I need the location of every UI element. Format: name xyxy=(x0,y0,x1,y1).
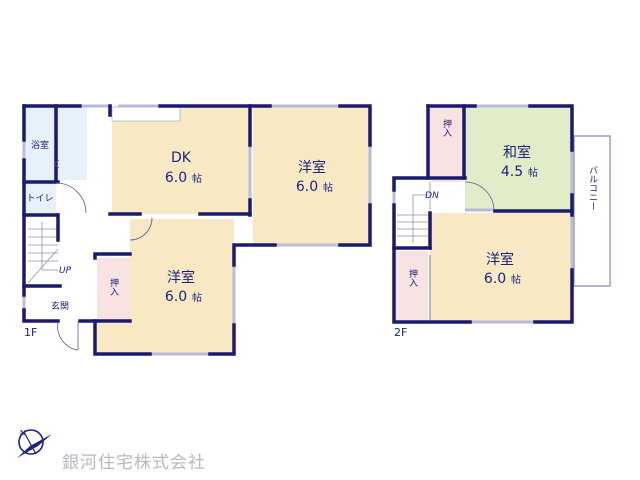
western-room-2f-area xyxy=(430,213,572,321)
walls-2f xyxy=(392,104,574,324)
western-room-b-area xyxy=(130,219,234,354)
entrance-label: 玄関 xyxy=(51,300,69,312)
dk-size: 6.0 xyxy=(165,170,187,186)
closet-area xyxy=(97,258,130,321)
toilet-label: トイレ xyxy=(26,194,53,204)
western-room-b-unit: 帖 xyxy=(192,291,202,304)
washroom-area xyxy=(56,107,87,180)
windows-1f xyxy=(22,104,372,356)
japanese-room-area xyxy=(465,107,572,210)
windows-2f xyxy=(392,104,574,324)
japanese-room-name: 和室 xyxy=(503,144,531,161)
japanese-room-size: 4.5 xyxy=(501,164,523,180)
closet-label: 押入 xyxy=(108,277,119,296)
western-room-2f-unit: 帖 xyxy=(511,273,521,286)
balcony-label: バルコニー xyxy=(587,165,598,210)
closet-upper-area xyxy=(430,107,463,182)
stairs-up-label: UP xyxy=(59,266,72,276)
kitchen-counter xyxy=(111,106,181,122)
toilet-area xyxy=(26,183,56,215)
stairs-1f xyxy=(27,222,59,284)
dk-name: DK xyxy=(171,150,192,166)
western-room-2f-size: 6.0 xyxy=(484,271,506,287)
bathroom-area xyxy=(26,107,56,180)
closet-lower-area xyxy=(396,251,428,321)
north-arrow-icon: N xyxy=(17,429,52,458)
balcony-area xyxy=(573,135,611,287)
western-room-2f-name: 洋室 xyxy=(486,251,514,268)
doors-1f xyxy=(53,159,153,351)
floor-2: DN 和室 4.5 帖 洋室 6.0 帖 押入 押入 バルコニー 2F xyxy=(392,104,611,339)
dk-area xyxy=(112,107,250,214)
closet-lower-label: 押入 xyxy=(407,268,418,287)
bathroom-label: 浴室 xyxy=(31,139,49,151)
company-name: 銀河住宅株式会社 xyxy=(62,453,206,473)
walls-1f xyxy=(22,104,372,356)
western-room-a-area xyxy=(253,107,370,245)
western-room-a-size: 6.0 xyxy=(296,179,318,195)
japanese-room-unit: 帖 xyxy=(528,166,538,179)
western-room-b-name: 洋室 xyxy=(167,269,195,286)
stairs-2f xyxy=(397,182,431,243)
floor-2-label: 2F xyxy=(394,326,407,339)
floor-1-label: 1F xyxy=(24,326,37,339)
closet-upper-label: 押入 xyxy=(441,118,452,137)
compass-n-label: N xyxy=(20,429,25,437)
western-room-a-name: 洋室 xyxy=(298,159,326,176)
floor-1: 浴室 トイレ 玄関 UP DK 6.0 帖 洋室 6.0 帖 洋室 6.0 帖 … xyxy=(22,104,372,356)
stairs-down-label: DN xyxy=(425,191,439,201)
western-room-b-size: 6.0 xyxy=(165,289,187,305)
western-room-a-unit: 帖 xyxy=(323,181,333,194)
doors-2f xyxy=(429,181,495,320)
alcove-area xyxy=(97,323,130,354)
dk-unit: 帖 xyxy=(192,172,202,185)
